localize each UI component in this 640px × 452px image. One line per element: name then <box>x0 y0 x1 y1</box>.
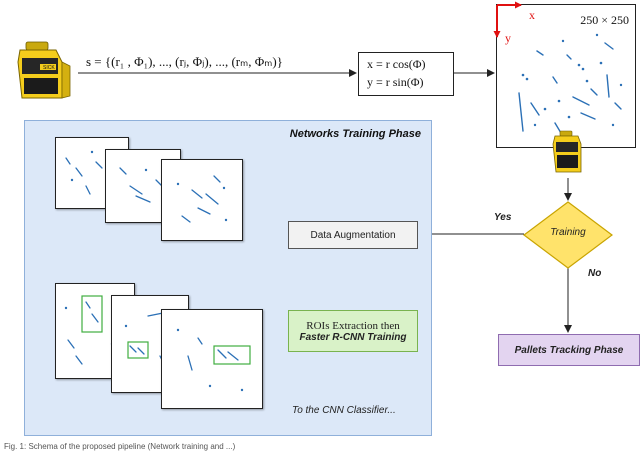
roi-scan-3 <box>161 309 263 409</box>
no-label: No <box>588 268 602 279</box>
x-axis-label: x <box>529 8 535 22</box>
pallets-tracking-phase-box: Pallets Tracking Phase <box>498 334 640 366</box>
training-decision-diamond <box>523 201 613 269</box>
scan-points <box>176 175 228 223</box>
x-equation: x = r cos(Φ) <box>367 57 426 71</box>
small-laser-scanner-icon <box>552 130 582 173</box>
laser-scanner-icon: SICK <box>17 41 71 99</box>
decision-label: Training <box>550 227 586 238</box>
grid-size-label: 250 × 250 <box>580 13 629 27</box>
yes-label: Yes <box>494 212 512 223</box>
faster-rcnn-training-label: Faster R-CNN Training <box>299 331 407 343</box>
axis-arrows-icon <box>493 1 522 38</box>
figure-caption: Fig. 1: Schema of the proposed pipeline … <box>4 442 236 451</box>
training-scan-3 <box>161 159 243 241</box>
to-cnn-classifier-label: To the CNN Classifier... <box>292 405 396 416</box>
data-augmentation-box: Data Augmentation <box>288 221 418 249</box>
occupancy-grid-image: x y 250 × 250 <box>493 1 636 148</box>
coordinate-transform-box: x = r cos(Φ) y = r sin(Φ) <box>358 52 454 96</box>
networks-training-phase-panel: Networks Training Phase <box>24 120 432 436</box>
grid-scan-points <box>518 33 623 134</box>
svg-text:SICK: SICK <box>43 65 55 71</box>
y-axis-label: y <box>505 31 511 45</box>
rois-extraction-box: ROIs Extraction then Faster R-CNN Traini… <box>288 310 418 352</box>
y-equation: y = r sin(Φ) <box>367 75 424 89</box>
scan-points <box>176 328 251 392</box>
rois-extraction-label: ROIs Extraction then <box>306 319 400 332</box>
training-phase-title: Networks Training Phase <box>289 128 421 140</box>
scan-definition-formula: s = {(r₁ , Φ₁), ..., (rⱼ, Φⱼ), ..., (rₘ,… <box>86 54 283 69</box>
data-augmentation-label: Data Augmentation <box>310 229 396 241</box>
pallets-tracking-label: Pallets Tracking Phase <box>514 344 624 356</box>
